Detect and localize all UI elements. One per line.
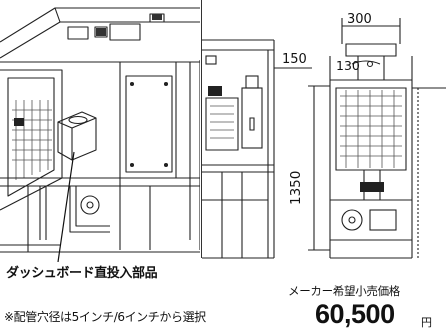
part-label: ダッシュボード直投入部品 [6, 266, 158, 281]
height-dimension-value: 1350 [288, 170, 304, 205]
price-unit: 円 [421, 316, 432, 329]
side-offset-dimension [273, 50, 312, 72]
note-text: ※配管穴径は5インチ/6インチから選択 [4, 310, 206, 324]
price-label: メーカー希望小売価格 [288, 284, 400, 298]
side-offset-value: 150 [282, 52, 307, 67]
perspective-view-illustration [0, 7, 200, 262]
price-value: 60,500 [315, 299, 395, 329]
divider-line [201, 0, 202, 258]
angle-dimension-value: 130 [336, 58, 360, 73]
side-elevation-illustration [202, 39, 275, 259]
front-elevation-illustration [308, 18, 446, 259]
width-dimension-value: 300 [347, 12, 372, 27]
